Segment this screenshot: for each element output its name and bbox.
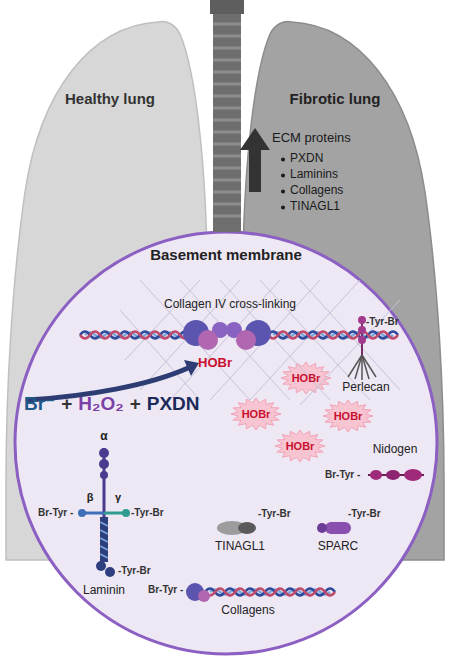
trachea <box>213 0 241 232</box>
reaction-arrow <box>28 368 188 400</box>
node-text: ECM proteins <box>272 131 351 146</box>
node-text: -Tyr-Br <box>348 508 381 520</box>
sparc-symbol <box>317 522 351 534</box>
node-text: Collagens <box>221 604 274 618</box>
node-text: β <box>87 491 94 504</box>
node-text: Br-Tyr - <box>325 469 360 481</box>
bullet-dots <box>281 158 285 210</box>
reaction-term: PXDN <box>147 393 200 415</box>
node-text: Laminins <box>290 168 338 182</box>
node-text: -Tyr-Br <box>131 507 164 519</box>
protein-group: -Tyr-BrSPARC <box>315 505 395 557</box>
reaction-term: Br⁻ <box>24 393 55 415</box>
node-text: Perlecan <box>342 381 389 395</box>
protein-group: α β γBr-Tyr - -Tyr-Br -Tyr-BrLaminin <box>30 425 190 605</box>
reaction-term: + <box>130 393 141 415</box>
node-text: HOBr <box>198 356 232 371</box>
collagen-symbol <box>186 583 335 602</box>
reaction-row: Br⁻ + H₂O₂ + PXDN <box>24 393 200 415</box>
node-text: Laminin <box>83 584 125 598</box>
burst-shape <box>281 362 331 394</box>
hobr-burst: HOBr <box>231 398 281 430</box>
laminin-symbol <box>78 448 130 577</box>
hobr-burst: HOBr <box>323 400 373 432</box>
node-text: HOBr <box>334 410 363 423</box>
membrane-circle <box>15 232 437 654</box>
node-text: HOBr <box>286 440 315 453</box>
reaction-arrowhead <box>184 360 199 376</box>
protein-group: Br-Tyr - Collagens <box>145 575 335 625</box>
node-text: Nidogen <box>373 443 418 457</box>
reaction-term: H₂O₂ <box>78 393 123 415</box>
node-text: Basement membrane <box>150 246 302 263</box>
node-text: γ <box>115 491 121 504</box>
protein-group: -Tyr-BrTINAGL1 <box>215 505 300 557</box>
hobr-burst: HOBr <box>275 430 325 462</box>
trachea-rings <box>213 24 241 216</box>
node-text: HOBr <box>242 408 271 421</box>
burst-shape <box>323 400 373 432</box>
node-text: PXDN <box>290 152 323 166</box>
node-text: Collagens <box>290 184 343 198</box>
node-text: TINAGL1 <box>290 200 340 214</box>
burst-shape <box>275 430 325 462</box>
node-text: Fibrotic lung <box>290 90 381 107</box>
tinagl1-symbol <box>217 521 256 535</box>
basement-membrane-circle: Basement membraneCollagen IV cross-linki… <box>13 230 439 656</box>
increase-arrow <box>240 128 270 192</box>
hobr-burst: HOBr <box>281 362 331 394</box>
protein-group: NidogenBr-Tyr - <box>322 440 427 485</box>
node-text: α <box>100 430 107 444</box>
node-text: HOBr <box>292 372 321 385</box>
node-text: -Tyr-Br <box>118 565 151 577</box>
node-text: Br-Tyr - <box>38 507 73 519</box>
trachea-top <box>210 0 244 14</box>
node-text: SPARC <box>318 540 358 554</box>
protein-group: -Tyr-BrPerlecan <box>340 310 410 400</box>
node-text: -Tyr-Br <box>366 316 399 328</box>
nidogen-symbol <box>368 469 424 481</box>
basement-mesh <box>120 280 400 405</box>
node-text: TINAGL1 <box>215 540 265 554</box>
burst-shape <box>231 398 281 430</box>
collagen-iv-helix <box>80 332 398 339</box>
nc1-hexamer <box>183 320 271 350</box>
node-text: Br-Tyr - <box>148 584 183 596</box>
node-text: Healthy lung <box>65 90 155 107</box>
collagen-iv-group: Collagen IV cross-linkingHOBr <box>70 292 405 377</box>
node-text: Collagen IV cross-linking <box>164 298 296 312</box>
node-text: -Tyr-Br <box>258 508 291 520</box>
perlecan-symbol <box>348 316 376 380</box>
reaction-term: + <box>61 393 72 415</box>
